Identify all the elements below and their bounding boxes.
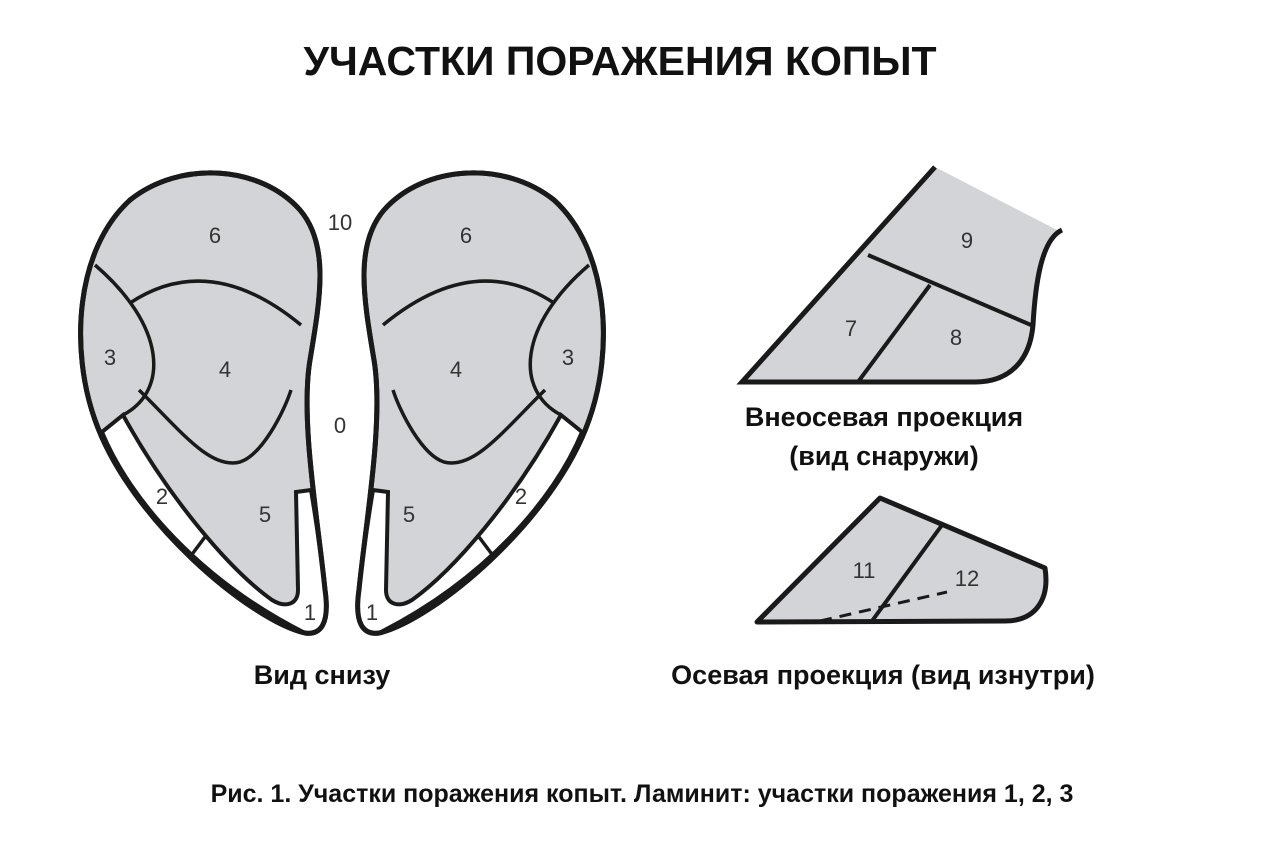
- page-title: УЧАСТКИ ПОРАЖЕНИЯ КОПЫТ: [303, 38, 937, 84]
- axial-view-caption: Осевая проекция (вид изнутри): [671, 660, 1095, 690]
- zone-label: 4: [450, 357, 462, 382]
- zone-label: 3: [562, 345, 574, 370]
- axial-view: 11 12: [754, 495, 1049, 625]
- zone-label: 2: [515, 484, 527, 509]
- zone-label: 12: [955, 566, 979, 591]
- right-claw-bottom-view: [358, 173, 604, 633]
- figure-caption: Рис. 1. Участки поражения копыт. Ламинит…: [210, 780, 1074, 808]
- zone-label: 4: [219, 357, 231, 382]
- abaxial-view-caption-line2: (вид снаружи): [789, 441, 979, 471]
- zone-label: 6: [209, 223, 221, 248]
- left-claw-bottom-view: [81, 173, 327, 633]
- zone-label: 3: [104, 345, 116, 370]
- abaxial-view: 9 7 8: [736, 165, 1064, 385]
- zone-label: 8: [950, 325, 962, 350]
- zone-label: 2: [156, 484, 168, 509]
- zone-label: 7: [845, 316, 857, 341]
- zone-label: 10: [328, 210, 352, 235]
- zone-label: 6: [460, 223, 472, 248]
- zone-label: 5: [259, 502, 271, 527]
- zone-label: 0: [334, 413, 346, 438]
- zone-label: 9: [961, 228, 973, 253]
- zone-label: 11: [853, 558, 876, 583]
- bottom-view-caption: Вид снизу: [253, 660, 391, 690]
- zone-label: 1: [366, 600, 378, 625]
- zone-label: 5: [403, 502, 415, 527]
- abaxial-view-caption-line1: Внеосевая проекция: [744, 402, 1024, 432]
- zone-label: 1: [304, 600, 316, 625]
